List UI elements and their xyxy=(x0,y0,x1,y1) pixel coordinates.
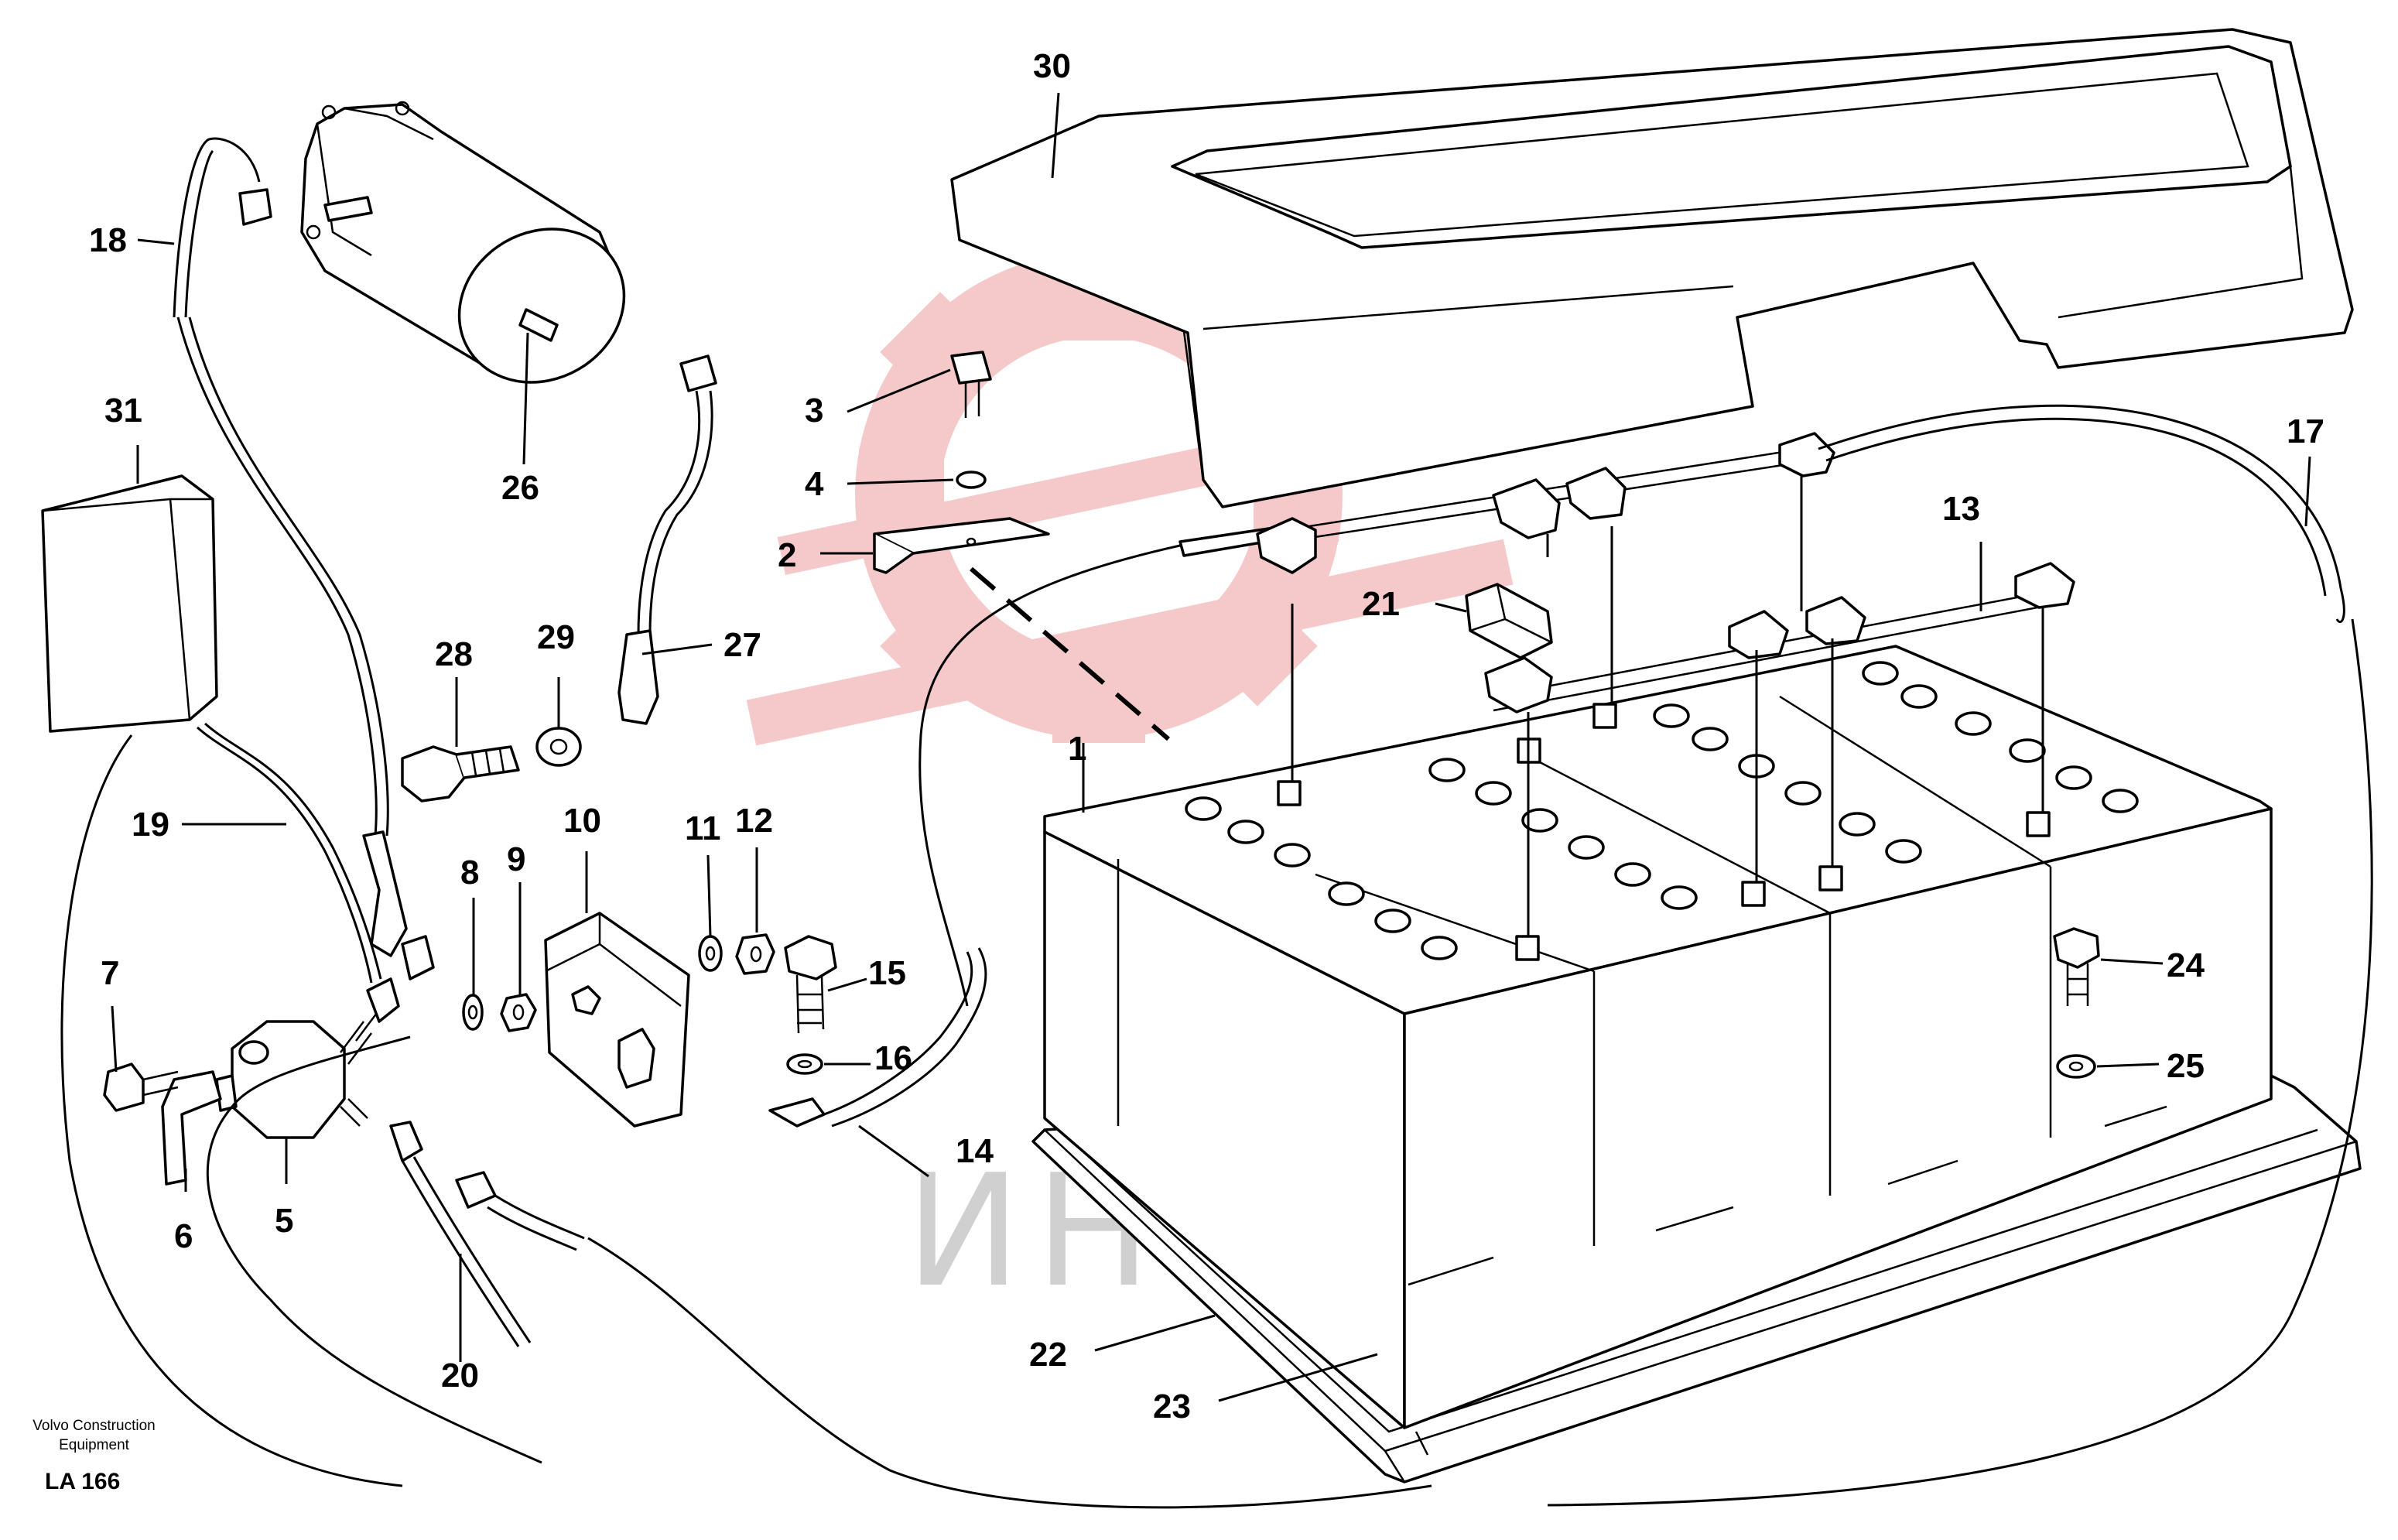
electric-motor xyxy=(300,101,626,384)
callout-23: 23 xyxy=(1153,1388,1191,1425)
callout-2: 2 xyxy=(778,536,796,574)
control-box xyxy=(41,474,218,733)
callout-13: 13 xyxy=(1942,490,1980,528)
insulating-block xyxy=(544,912,690,1128)
callout-16: 16 xyxy=(874,1039,912,1077)
washer-nut-pair xyxy=(462,993,537,1032)
callout-12: 12 xyxy=(735,802,773,840)
callout-26: 26 xyxy=(501,469,539,507)
caption-drawing-code: LA 166 xyxy=(45,1469,121,1494)
battery-caps xyxy=(1185,661,2139,960)
callout-29: 29 xyxy=(537,618,575,656)
callout-20: 20 xyxy=(441,1357,479,1395)
leader-lines xyxy=(111,92,2311,1402)
callout-4: 4 xyxy=(805,465,824,503)
callout-17: 17 xyxy=(2287,412,2324,450)
callout-31: 31 xyxy=(104,392,142,429)
callout-25: 25 xyxy=(2167,1047,2205,1085)
bolt-and-washer-3 xyxy=(2053,927,2100,1079)
callout-24: 24 xyxy=(2167,946,2205,984)
callout-18: 18 xyxy=(89,221,127,259)
callout-6: 6 xyxy=(174,1217,193,1255)
callout-1: 1 xyxy=(1068,730,1086,768)
terminal-cover xyxy=(1465,583,1553,659)
bolt-and-washer-2 xyxy=(784,935,837,1075)
callout-19: 19 xyxy=(132,806,169,844)
callout-28: 28 xyxy=(435,635,473,673)
battery-cover xyxy=(950,28,2354,508)
callout-9: 9 xyxy=(507,840,525,878)
washer-nut-pair-2 xyxy=(698,933,775,975)
cables xyxy=(60,137,2373,1509)
callout-14: 14 xyxy=(956,1132,994,1170)
callout-30: 30 xyxy=(1033,47,1071,85)
callout-27: 27 xyxy=(724,626,761,664)
callout-22: 22 xyxy=(1029,1336,1067,1374)
clamp-bracket xyxy=(873,351,1170,741)
main-switch xyxy=(103,1009,380,1186)
callout-15: 15 xyxy=(868,954,906,992)
callout-5: 5 xyxy=(275,1202,293,1240)
callout-21: 21 xyxy=(1362,585,1400,623)
battery-connection-bars xyxy=(1178,432,2075,714)
caption-company: Volvo Construction Equipment xyxy=(32,1418,156,1453)
callout-3: 3 xyxy=(805,392,823,429)
callout-10: 10 xyxy=(563,802,601,840)
callout-11: 11 xyxy=(685,809,721,847)
callout-8: 8 xyxy=(460,854,479,891)
bolt-and-washer xyxy=(401,727,582,803)
callout-7: 7 xyxy=(101,954,119,992)
callout-labels: 1 2 3 4 5 6 7 8 9 10 11 12 13 14 15 16 1… xyxy=(89,47,2324,1425)
